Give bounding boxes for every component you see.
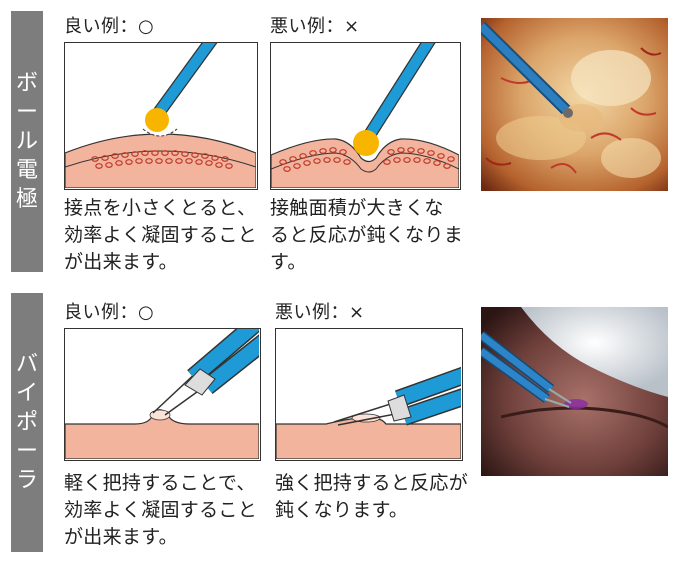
bipolar-surgical-photo bbox=[481, 307, 668, 476]
caption-line: 効率よく凝固すること bbox=[64, 497, 257, 524]
bipolar-bad-caption: 強く把持すると反応が 鈍くなります。 bbox=[275, 470, 468, 524]
title-char: 電 bbox=[16, 156, 38, 185]
caption-line: す。 bbox=[270, 249, 463, 276]
caption-line: 軽く把持することで、 bbox=[64, 470, 257, 497]
bipolar-good-caption: 軽く把持することで、 効率よく凝固すること が出来ます。 bbox=[64, 470, 257, 551]
section-title-ball-electrode: ボ ー ル 電 極 bbox=[11, 11, 43, 272]
caption-line: 接触面積が大きくな bbox=[270, 195, 463, 222]
caption-line: 接点を小さくとると、 bbox=[64, 195, 257, 222]
ball-electrode-bad-caption: 接触面積が大きくな ると反応が鈍くなりま す。 bbox=[270, 195, 463, 276]
title-char: バ bbox=[16, 350, 38, 379]
caption-line: が出来ます。 bbox=[64, 249, 257, 276]
title-char: ー bbox=[16, 98, 38, 127]
good-example-label: 良い例：○ bbox=[64, 12, 154, 38]
caption-line: 強く把持すると反応が bbox=[275, 470, 468, 497]
section-title-bipolar: バ イ ポ ー ラ bbox=[11, 293, 43, 552]
ball-electrode-surgical-photo bbox=[481, 18, 668, 191]
title-char: ー bbox=[16, 437, 38, 466]
title-char: 極 bbox=[16, 185, 38, 214]
title-char: イ bbox=[16, 379, 38, 408]
caption-line: 効率よく凝固すること bbox=[64, 222, 257, 249]
bipolar-bad-illustration bbox=[275, 328, 463, 461]
title-char: ポ bbox=[16, 408, 38, 437]
ball-electrode-good-illustration bbox=[64, 42, 258, 190]
bipolar-good-illustration bbox=[64, 328, 261, 461]
ball-electrode-bad-illustration bbox=[270, 42, 461, 190]
ball-electrode-good-caption: 接点を小さくとると、 効率よく凝固すること が出来ます。 bbox=[64, 195, 257, 276]
title-char: ル bbox=[16, 127, 38, 156]
title-char: ラ bbox=[16, 466, 38, 495]
caption-line: 鈍くなります。 bbox=[275, 497, 468, 524]
caption-line: が出来ます。 bbox=[64, 524, 257, 551]
bad-example-label: 悪い例：× bbox=[270, 12, 360, 38]
caption-line: ると反応が鈍くなりま bbox=[270, 222, 463, 249]
good-example-label: 良い例：○ bbox=[64, 298, 154, 324]
bad-example-label: 悪い例：× bbox=[275, 298, 365, 324]
title-char: ボ bbox=[16, 69, 38, 98]
